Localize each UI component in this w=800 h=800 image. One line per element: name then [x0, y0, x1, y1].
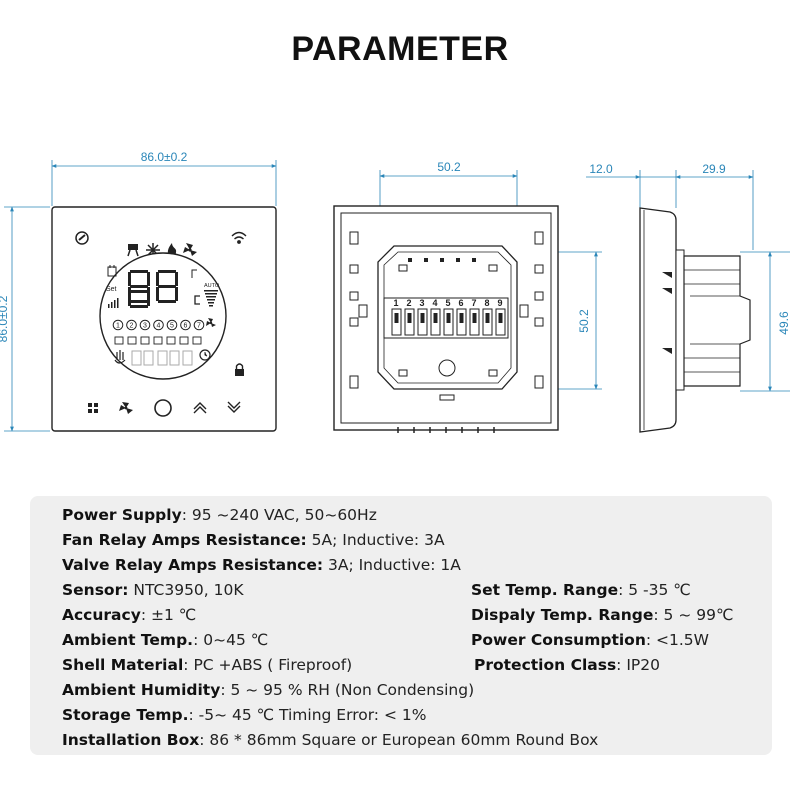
clock-icon: [199, 349, 211, 361]
schedule-icon: [107, 265, 117, 277]
terminal-number: 9: [497, 298, 502, 308]
lock-icon: [235, 363, 244, 376]
terminal-number: 6: [458, 298, 463, 308]
unit-c-icon: [191, 269, 200, 305]
display-screen: [99, 252, 227, 380]
back-width-dim: 50.2: [437, 160, 461, 174]
terminal-slot: [472, 313, 477, 323]
signal-bars-icon: [108, 298, 119, 308]
side-height-dim: 49.6: [777, 311, 791, 335]
mode-number: 7: [197, 323, 201, 330]
front-width-dim: 86.0±0.2: [141, 150, 188, 164]
terminal-slot: [420, 313, 425, 323]
mode-number: 1: [116, 323, 120, 330]
terminal-number: 2: [406, 298, 411, 308]
time-digits: [131, 350, 193, 366]
mode-circle: [153, 319, 164, 331]
hand-icon: [114, 350, 126, 364]
up-icon[interactable]: [193, 402, 207, 414]
fan-icon: [183, 243, 197, 256]
menu-icon[interactable]: [88, 403, 98, 413]
page-title: PARAMETER: [291, 30, 509, 68]
mode-circle: [166, 319, 178, 331]
mode-circle: [126, 319, 137, 331]
technical-drawing: 86.0±0.2 86.0±0.2: [0, 150, 791, 433]
spec-fan-relay: Fan Relay Amps Resistance: 5A; Inductive…: [62, 531, 445, 549]
terminal-number: 8: [484, 298, 489, 308]
wifi-icon: [231, 231, 247, 244]
side-depth-a-dim: 12.0: [589, 162, 613, 176]
mode-number: 4: [157, 323, 161, 330]
spec-installation-box: Installation Box: 86 * 86mm Square or Eu…: [62, 731, 599, 749]
spec-sensor: Sensor: NTC3950, 10K: [62, 581, 244, 599]
side-depth-b-dim: 29.9: [702, 162, 726, 176]
fan-button-icon[interactable]: [119, 402, 133, 414]
fan-small-icon: [206, 318, 216, 327]
terminal-slot: [485, 313, 490, 323]
fan-heat-icon: [127, 244, 139, 257]
mode-number-row: 1 2 3 4 5 6 7: [112, 319, 205, 331]
terminal-slot: [394, 313, 399, 323]
fan-speed-icon: [204, 290, 218, 307]
spec-ambient-temp: Ambient Temp.: 0~45 ℃: [62, 631, 269, 649]
mode-circle: [112, 319, 124, 331]
terminal-number: 4: [432, 298, 437, 308]
spec-display-temp-range: Dispaly Temp. Range: 5 ~ 99℃: [471, 606, 734, 624]
terminal-number: 5: [445, 298, 450, 308]
back-view: 50.2 50.2 1: [333, 160, 602, 433]
spec-protection-class: Protection Class: IP20: [474, 656, 660, 674]
spec-power-consumption: Power Consumption: <1.5W: [471, 631, 709, 649]
mode-number: 6: [184, 323, 188, 330]
temperature-digits: [128, 270, 178, 308]
terminal-slot: [446, 313, 451, 323]
terminal-number: 1: [393, 298, 398, 308]
down-icon[interactable]: [227, 401, 241, 413]
front-height-dim: 86.0±0.2: [0, 295, 10, 342]
spec-storage-temp: Storage Temp.: -5~ 45 ℃ Timing Error: < …: [62, 706, 427, 724]
terminal-slot: [433, 313, 438, 323]
program-icons-row: [114, 336, 202, 345]
side-view: 12.0 29.9 49.6: [586, 162, 791, 433]
mode-circle: [180, 319, 191, 331]
mode-circle: [139, 319, 151, 331]
set-label: Set: [106, 286, 117, 293]
spec-valve-relay: Valve Relay Amps Resistance: 3A; Inducti…: [62, 556, 461, 574]
spec-ambient-humidity: Ambient Humidity: 5 ~ 95 % RH (Non Conde…: [62, 681, 475, 699]
back-height-dim: 50.2: [577, 309, 591, 333]
terminal-number: 7: [471, 298, 476, 308]
specs-panel: [30, 496, 772, 755]
mode-circle: [193, 319, 205, 331]
terminal-slot: [407, 313, 412, 323]
power-button[interactable]: [154, 399, 172, 417]
terminal-slot: [498, 313, 503, 323]
spec-shell-material: Shell Material: PC +ABS ( Fireproof): [62, 656, 353, 674]
mode-number: 5: [170, 323, 174, 330]
spec-power-supply: Power Supply: 95 ~240 VAC, 50~60Hz: [62, 506, 377, 524]
mode-number: 3: [143, 323, 147, 330]
spec-set-temp-range: Set Temp. Range: 5 -35 ℃: [471, 581, 691, 599]
front-view: 86.0±0.2 86.0±0.2: [0, 150, 277, 432]
spec-accuracy: Accuracy: ±1 ℃: [62, 606, 197, 624]
auto-label: AUTO: [204, 283, 220, 289]
power-icon: [75, 231, 89, 245]
terminal-number: 3: [419, 298, 424, 308]
terminal-slot: [459, 313, 464, 323]
mode-number: 2: [130, 323, 134, 330]
